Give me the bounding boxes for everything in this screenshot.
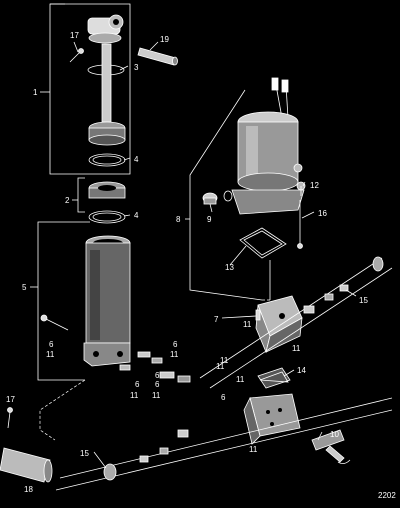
vent-plug bbox=[202, 190, 233, 205]
cylinder-rod-assembly bbox=[87, 14, 126, 167]
gland-nut bbox=[88, 181, 126, 224]
callout-11i: 11 bbox=[249, 445, 258, 454]
callout-11a: 11 bbox=[46, 350, 55, 359]
callout-18: 18 bbox=[24, 485, 33, 494]
callout-11c: 11 bbox=[130, 391, 139, 400]
figure-code: 2202 bbox=[378, 491, 396, 500]
callout-labels: 17 19 3 1 4 2 4 5 6 11 6 11 6 11 6 11 6 … bbox=[6, 31, 396, 500]
callout-11f: 11 bbox=[243, 320, 252, 329]
screw-17-top bbox=[69, 48, 84, 63]
pump-body bbox=[255, 295, 303, 354]
callout-17a: 17 bbox=[70, 31, 79, 40]
filter-element bbox=[257, 367, 291, 389]
callout-8: 8 bbox=[176, 215, 181, 224]
callout-6b: 6 bbox=[173, 340, 178, 349]
callout-4a: 4 bbox=[134, 155, 139, 164]
callout-11h: 11 bbox=[236, 375, 245, 384]
assembly-1-bracket bbox=[40, 3, 131, 175]
callout-15b: 15 bbox=[80, 449, 89, 458]
callout-5: 5 bbox=[22, 283, 27, 292]
callout-6f: 6 bbox=[221, 393, 226, 402]
screw-16 bbox=[297, 200, 303, 249]
callout-12: 12 bbox=[310, 181, 319, 190]
callout-6e: 6 bbox=[155, 371, 160, 380]
callout-17b: 17 bbox=[6, 395, 15, 404]
callout-11b: 11 bbox=[170, 350, 179, 359]
pump-motor bbox=[231, 77, 305, 215]
callout-11g: 11 bbox=[292, 344, 301, 353]
lower-pin bbox=[0, 447, 53, 483]
screw-17-bottom bbox=[7, 407, 13, 429]
callout-7: 7 bbox=[214, 315, 219, 324]
callout-10: 10 bbox=[330, 430, 339, 439]
check-valve bbox=[311, 429, 351, 464]
callout-13: 13 bbox=[225, 263, 234, 272]
callout-6d: 6 bbox=[155, 380, 160, 389]
pivot-pin bbox=[137, 47, 178, 66]
dashed-link-lower bbox=[39, 379, 86, 441]
screw-12 bbox=[296, 181, 306, 196]
assembly-2-bracket bbox=[72, 177, 85, 213]
assembly-8-bracket bbox=[185, 89, 263, 301]
callout-6c: 6 bbox=[135, 380, 140, 389]
callout-19: 19 bbox=[160, 35, 169, 44]
callout-6a: 6 bbox=[49, 340, 54, 349]
bolt-left bbox=[40, 314, 69, 331]
motor-seal bbox=[239, 227, 287, 259]
leader-lines bbox=[73, 41, 357, 469]
upper-right-tube bbox=[199, 256, 393, 389]
lower-tube bbox=[55, 397, 393, 491]
assembly-5-bracket bbox=[30, 221, 90, 381]
callout-4b: 4 bbox=[134, 211, 139, 220]
callout-1: 1 bbox=[33, 88, 38, 97]
callout-11j: 11 bbox=[216, 362, 225, 371]
manifold-block bbox=[243, 393, 301, 445]
callout-16: 16 bbox=[318, 209, 327, 218]
callout-2: 2 bbox=[65, 196, 70, 205]
cylinder-tube bbox=[83, 235, 131, 367]
callout-14: 14 bbox=[297, 366, 306, 375]
callout-11d: 11 bbox=[152, 391, 161, 400]
callout-15a: 15 bbox=[359, 296, 368, 305]
callout-11e: 11 bbox=[220, 356, 229, 365]
cylinder-port-parts bbox=[119, 351, 191, 383]
callout-9: 9 bbox=[207, 215, 212, 224]
callout-3: 3 bbox=[134, 63, 139, 72]
